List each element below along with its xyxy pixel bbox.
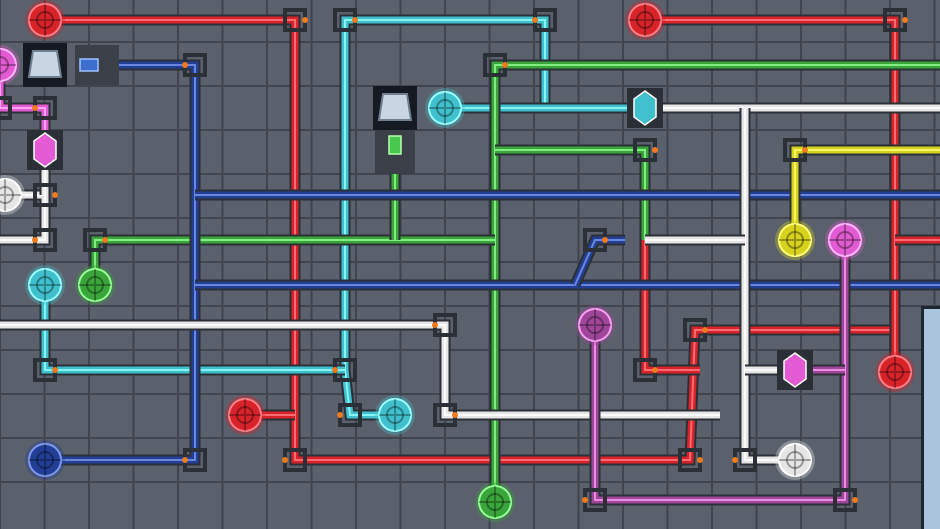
pink-crystal <box>27 130 63 170</box>
emitter-icon <box>80 59 98 71</box>
yellow-target-node <box>775 220 815 260</box>
connector-light <box>32 237 38 243</box>
connector-light <box>502 62 508 68</box>
blue-emitter <box>75 45 119 85</box>
red-target-node <box>25 0 65 40</box>
dispenser-icon <box>379 94 411 120</box>
dispenser-box <box>23 43 67 87</box>
connector-light <box>302 17 308 23</box>
connector-light <box>332 367 338 373</box>
connector-light <box>532 17 538 23</box>
connector-light <box>52 367 58 373</box>
red-target-node <box>875 352 915 392</box>
dispenser-icon <box>29 51 61 77</box>
connector-light <box>352 17 358 23</box>
connector-light <box>802 147 808 153</box>
connector-light <box>182 62 188 68</box>
connector-light <box>702 327 708 333</box>
dispenser-box <box>373 86 417 130</box>
connector-light <box>852 497 858 503</box>
crystal-gem-icon <box>34 133 56 167</box>
connector-light <box>432 322 438 328</box>
crystal-gem-icon <box>634 91 656 125</box>
connector-light <box>32 105 38 111</box>
green-target-node <box>75 265 115 305</box>
red-target-node <box>225 395 265 435</box>
connector-light <box>652 367 658 373</box>
white-target-node <box>775 440 815 480</box>
connector-light <box>182 457 188 463</box>
blue-target-node <box>25 440 65 480</box>
connector-light <box>902 17 908 23</box>
cyan-target-node <box>25 265 65 305</box>
red-target-node <box>625 0 665 40</box>
connector-light <box>652 147 658 153</box>
green-target-node <box>475 482 515 522</box>
magenta-target-node <box>575 305 615 345</box>
connector-light <box>582 497 588 503</box>
pink-target-node <box>825 220 865 260</box>
cyan-target-node <box>425 88 465 128</box>
connector-light <box>102 237 108 243</box>
connector-light <box>697 457 703 463</box>
cyan-target-node <box>375 395 415 435</box>
connector-light <box>282 457 288 463</box>
cyan-crystal <box>627 88 663 128</box>
side-panel <box>921 306 940 529</box>
connector-light <box>732 457 738 463</box>
green-emitter <box>375 130 415 174</box>
crystal-gem-icon <box>784 353 806 387</box>
pink-crystal <box>777 350 813 390</box>
connector-light <box>602 237 608 243</box>
connector-light <box>52 192 58 198</box>
emitter-icon <box>389 136 401 154</box>
connector-light <box>337 412 343 418</box>
connector-light <box>452 412 458 418</box>
